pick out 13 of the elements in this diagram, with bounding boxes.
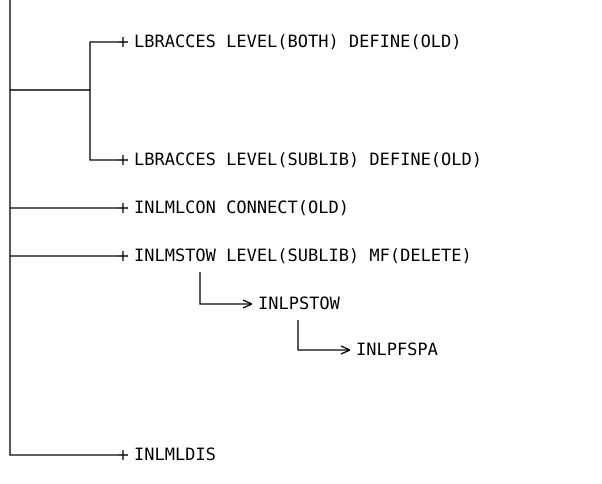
command-label: INLMLCON CONNECT(OLD) bbox=[134, 197, 349, 219]
connector bbox=[10, 202, 129, 214]
command-label: LBRACCES LEVEL(BOTH) DEFINE(OLD) bbox=[134, 31, 462, 53]
command-label: INLMLDIS bbox=[134, 444, 216, 466]
connector bbox=[199, 272, 253, 309]
command-label: INLPFSPA bbox=[356, 339, 438, 361]
command-label: LBRACCES LEVEL(SUBLIB) DEFINE(OLD) bbox=[134, 149, 482, 171]
command-label: INLPSTOW bbox=[258, 293, 340, 315]
connector bbox=[10, 250, 129, 262]
connector bbox=[297, 320, 351, 355]
connector bbox=[9, 440, 129, 461]
command-label: INLMSTOW LEVEL(SUBLIB) MF(DELETE) bbox=[134, 245, 472, 267]
connector bbox=[10, 89, 129, 166]
